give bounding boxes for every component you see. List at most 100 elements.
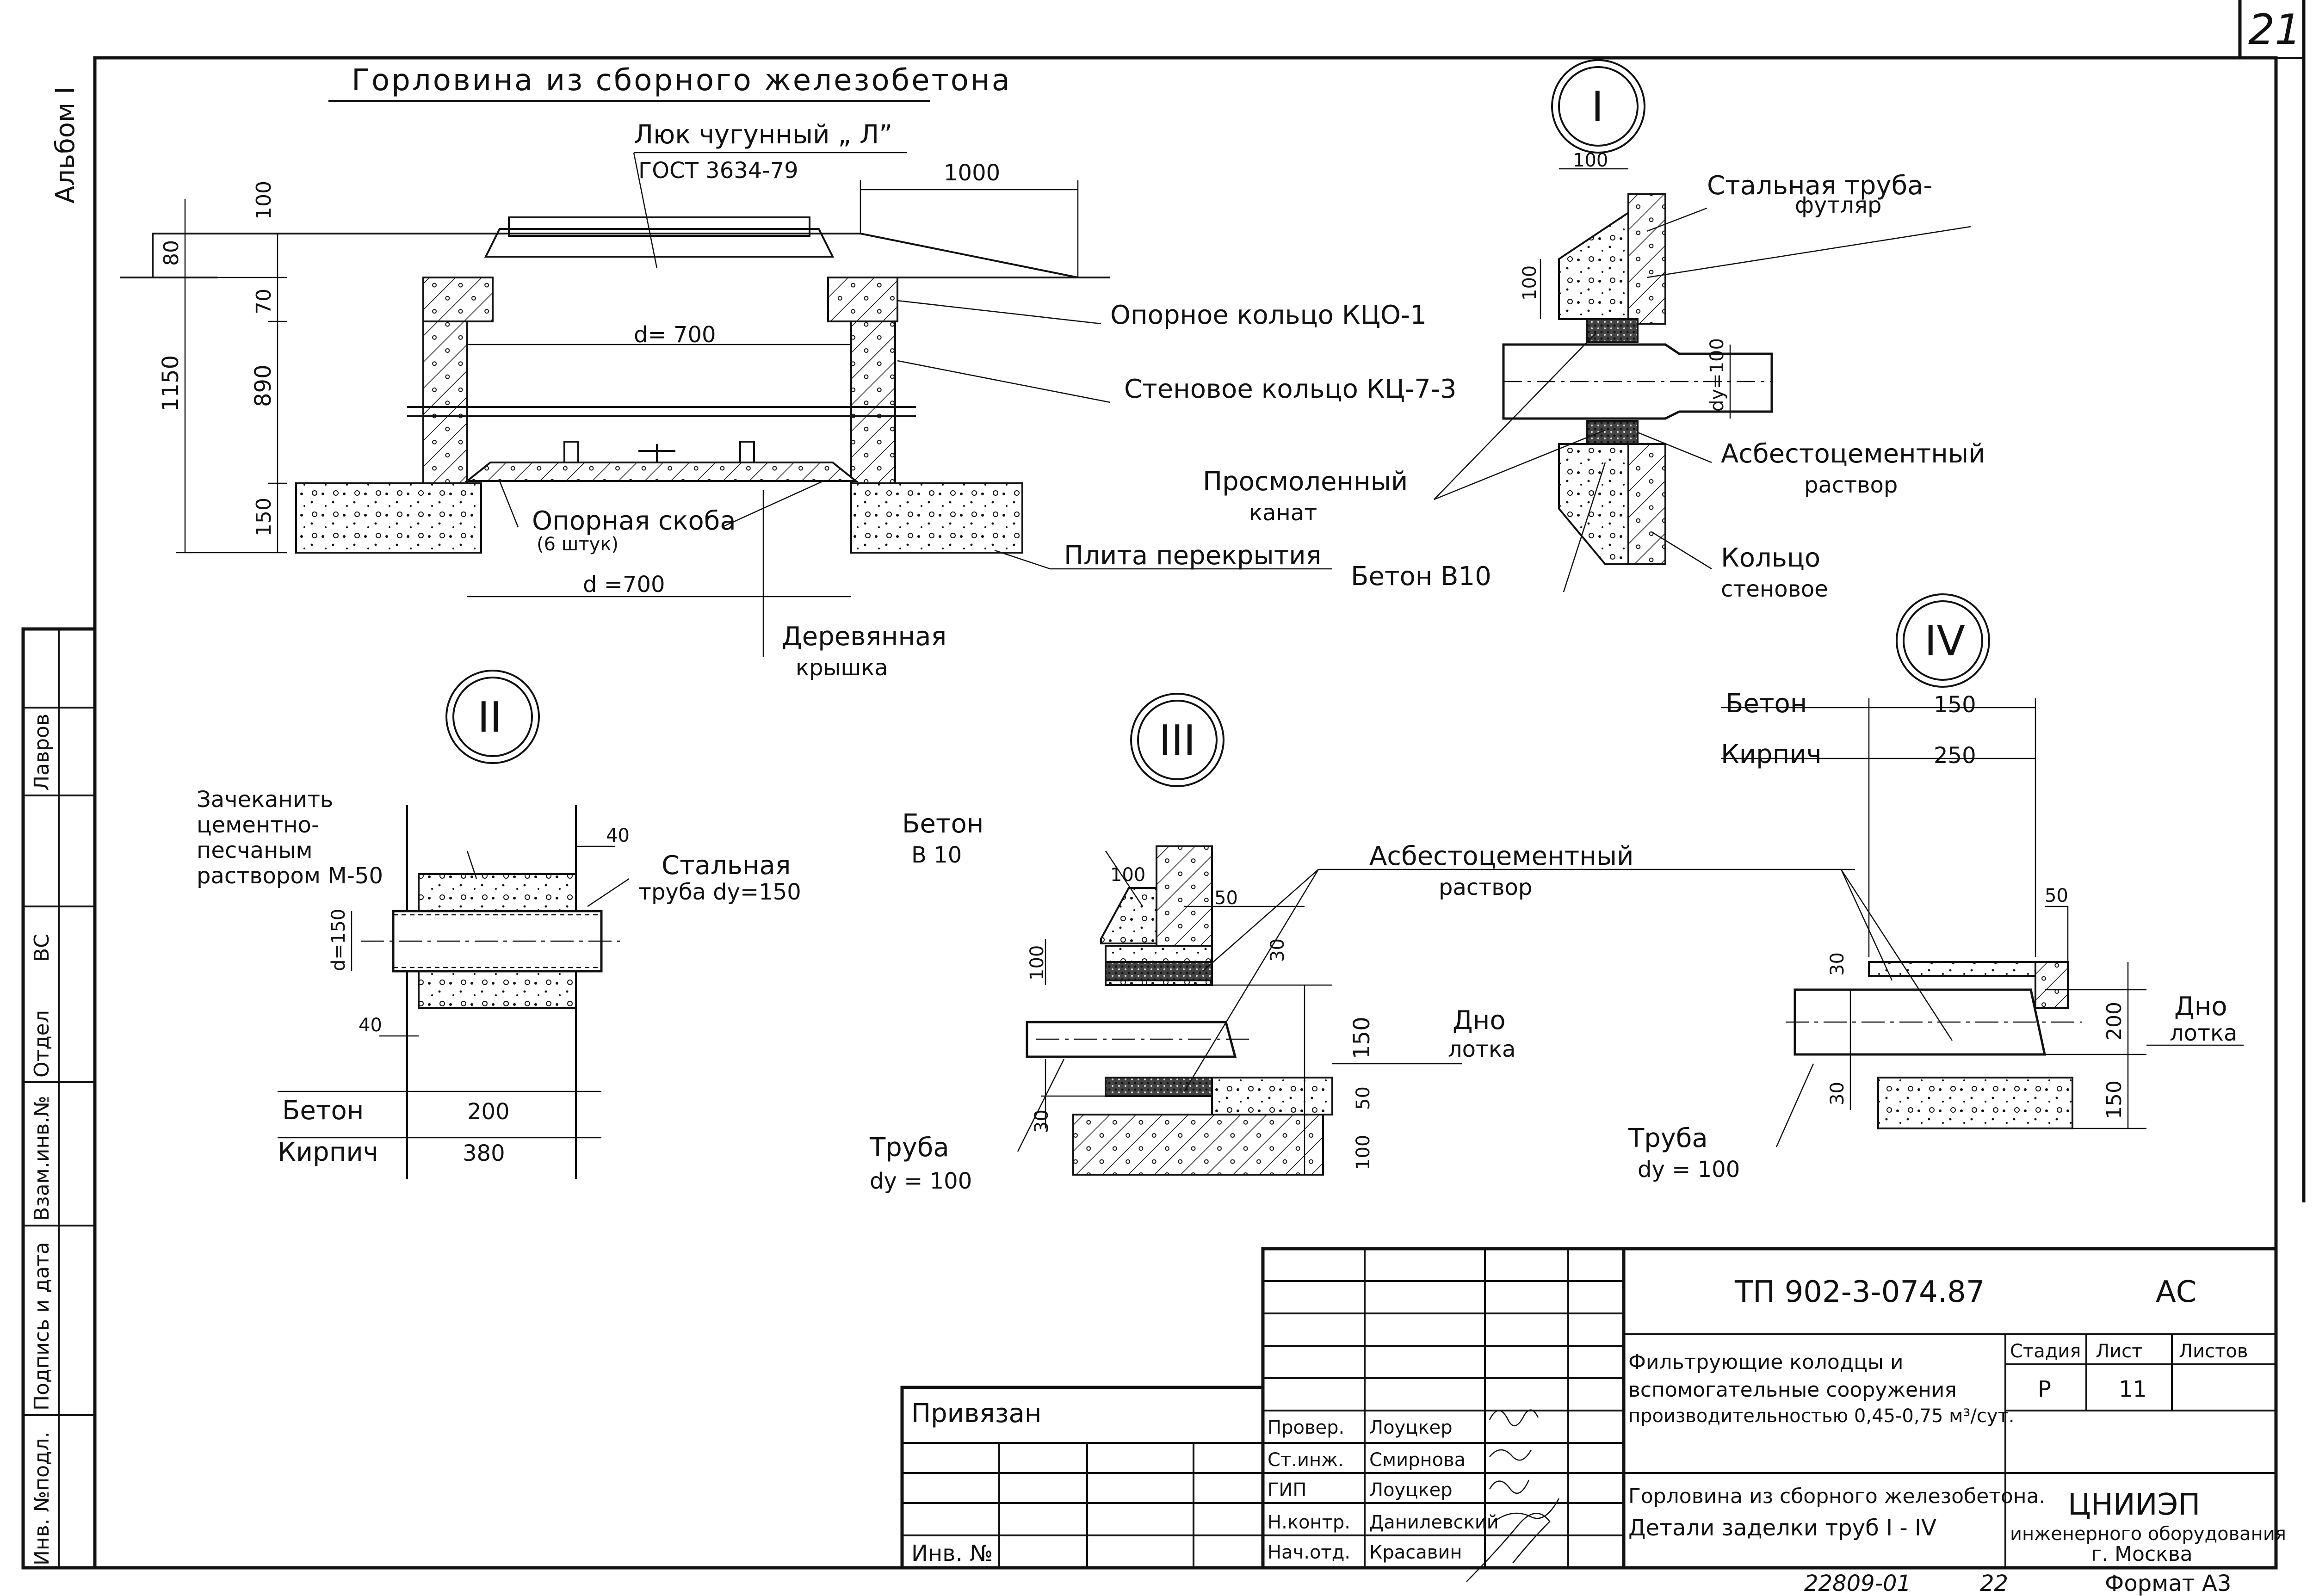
d1-ring-2: стеновое [1721, 576, 1828, 602]
d2-concrete-value: 200 [467, 1099, 510, 1125]
d4-bottom-1: Дно [2174, 992, 2227, 1022]
sheets-header: Листов [2179, 1341, 2248, 1362]
stamp-name: Лавров [30, 714, 54, 791]
d1-concrete: Бетон В10 [1351, 561, 1491, 592]
d4-dim-30-top: 30 [1827, 952, 1848, 976]
dim-70: 70 [252, 289, 276, 314]
d2-concrete-label: Бетон [282, 1096, 364, 1126]
d4-dim-30-bottom: 30 [1827, 1082, 1848, 1105]
label-cover-2: крышка [796, 655, 888, 681]
hatch-label-2: ГОСТ 3634-79 [638, 158, 798, 184]
d1-tarred-1: Просмоленный [1203, 467, 1408, 497]
d2-brick-value: 380 [463, 1140, 505, 1166]
detail-4-marker: IV [1924, 617, 1965, 666]
manhole-section [120, 152, 1332, 657]
d2-pipe-2: труба dy=150 [638, 879, 801, 905]
d3-asbestos-1: Асбестоцементный [1369, 841, 1633, 871]
d1-dim-100-top: 100 [1573, 150, 1608, 171]
detail-1-marker: I [1591, 83, 1604, 131]
d2-dim-d150: d=150 [328, 909, 349, 971]
d3-dim-100-low: 100 [1353, 1135, 1374, 1170]
stage-header: Стадия [2010, 1341, 2081, 1362]
name-senior-eng: Смирнова [1369, 1449, 1466, 1471]
footer-num: 22 [1980, 1571, 2008, 1596]
label-cover-1: Деревянная [782, 622, 946, 652]
stamp-dept: Отдел [30, 1010, 54, 1078]
name-norm-control: Данилевский [1369, 1512, 1499, 1533]
d3-pipe-2: dy = 100 [870, 1168, 972, 1194]
d4-concrete-label: Бетон [1725, 689, 1807, 719]
d4-brick-label: Кирпич [1721, 739, 1822, 770]
detail-3 [1017, 693, 1855, 1176]
footer-code: 22809-01 [1804, 1571, 1911, 1596]
role-gip: ГИП [1268, 1479, 1306, 1501]
d3-dim-50-low: 50 [1353, 1086, 1374, 1110]
d3-bottom-2: лотка [1448, 1036, 1515, 1062]
d1-dim-100-side: 100 [1519, 265, 1540, 301]
d4-dim-150: 150 [2103, 1080, 2126, 1119]
d4-pipe-2: dy = 100 [1638, 1157, 1740, 1183]
detail-2 [278, 670, 630, 1179]
d2-dim-40-top: 40 [606, 825, 630, 846]
d1-asbestos-1: Асбестоцементный [1721, 439, 1985, 469]
d2-caulk-4: раствором М-50 [197, 863, 383, 889]
sheet-value: 11 [2119, 1376, 2147, 1402]
dim-80: 80 [160, 240, 183, 266]
d3-concrete-2: В 10 [911, 842, 962, 868]
stage-value: Р [2038, 1376, 2051, 1402]
detail-3-marker: III [1159, 716, 1196, 765]
hatch-label-1: Люк чугунный „ Л” [634, 120, 892, 150]
main-title: Горловина из сборного железобетона [352, 63, 1012, 98]
bound-label: Привязан [911, 1399, 1041, 1429]
d3-dim-50: 50 [1214, 887, 1238, 909]
d3-bottom-1: Дно [1453, 1005, 1506, 1035]
project-line-3: производительностью 0,45-0,75 м³/сут. [1628, 1405, 2015, 1427]
d2-dim-40-bottom: 40 [359, 1015, 382, 1036]
d1-pipe-2: футляр [1795, 192, 1881, 218]
role-checked: Провер. [1268, 1417, 1344, 1438]
d2-brick-label: Кирпич [278, 1137, 378, 1167]
d1-asbestos-2: раствор [1804, 472, 1898, 498]
sheet-title-1: Горловина из сборного железобетона. [1628, 1485, 2046, 1508]
stamp-vs: ВС [30, 934, 54, 962]
label-support-ring: Опорное кольцо КЦО-1 [1110, 300, 1427, 330]
d2-pipe-1: Стальная [662, 850, 791, 881]
d3-concrete-1: Бетон [902, 809, 983, 839]
name-dept-head: Красавин [1369, 1542, 1462, 1563]
sheet-header: Лист [2096, 1341, 2142, 1362]
page-number: 21 [2248, 6, 2301, 54]
d2-caulk-1: Зачеканить [197, 787, 333, 813]
d2-caulk-2: цементно- [197, 812, 319, 838]
label-slab: Плита перекрытия [1064, 541, 1321, 571]
d4-dim-200: 200 [2103, 1002, 2126, 1041]
album-label: Альбом I [50, 87, 80, 203]
d4-concrete-value: 150 [1934, 692, 1976, 718]
stamp-inv-orig: Инв. №подл. [30, 1431, 54, 1565]
d1-ring-1: Кольцо [1721, 543, 1820, 573]
doc-mark: АС [2156, 1275, 2196, 1309]
d1-pipe-1: Стальная труба- [1707, 171, 1933, 201]
detail-4 [1721, 593, 2244, 1147]
sheet-frame [93, 0, 2306, 1570]
d4-pipe-1: Труба [1628, 1123, 1708, 1153]
d3-dim-100-side: 100 [1027, 945, 1048, 980]
d3-dim-100-top: 100 [1110, 864, 1145, 886]
project-line-2: вспомогательные сооружения [1628, 1378, 1957, 1402]
role-dept-head: Нач.отд. [1268, 1542, 1350, 1563]
label-bracket-2: (6 штук) [537, 534, 618, 555]
stamp-sign-date: Подпись и дата [30, 1242, 54, 1411]
sheet-title-2: Детали заделки труб I - IV [1628, 1515, 1936, 1541]
dim-1150: 1150 [158, 355, 184, 412]
detail-2-marker: II [477, 693, 502, 742]
role-norm-control: Н.контр. [1268, 1512, 1350, 1533]
dim-890: 890 [250, 364, 276, 407]
doc-code: ТП 902-3-074.87 [1734, 1275, 1985, 1309]
detail-1 [1434, 59, 1971, 592]
inv-label: Инв. № [911, 1541, 993, 1566]
org-line-1: ЦНИИЭП [2068, 1488, 2200, 1522]
d3-pipe-1: Труба [869, 1133, 949, 1163]
d1-tarred-2: канат [1249, 500, 1317, 526]
stamp-inv-replace: Взам.инв.№ [30, 1096, 54, 1221]
side-stamp [21, 627, 97, 1570]
